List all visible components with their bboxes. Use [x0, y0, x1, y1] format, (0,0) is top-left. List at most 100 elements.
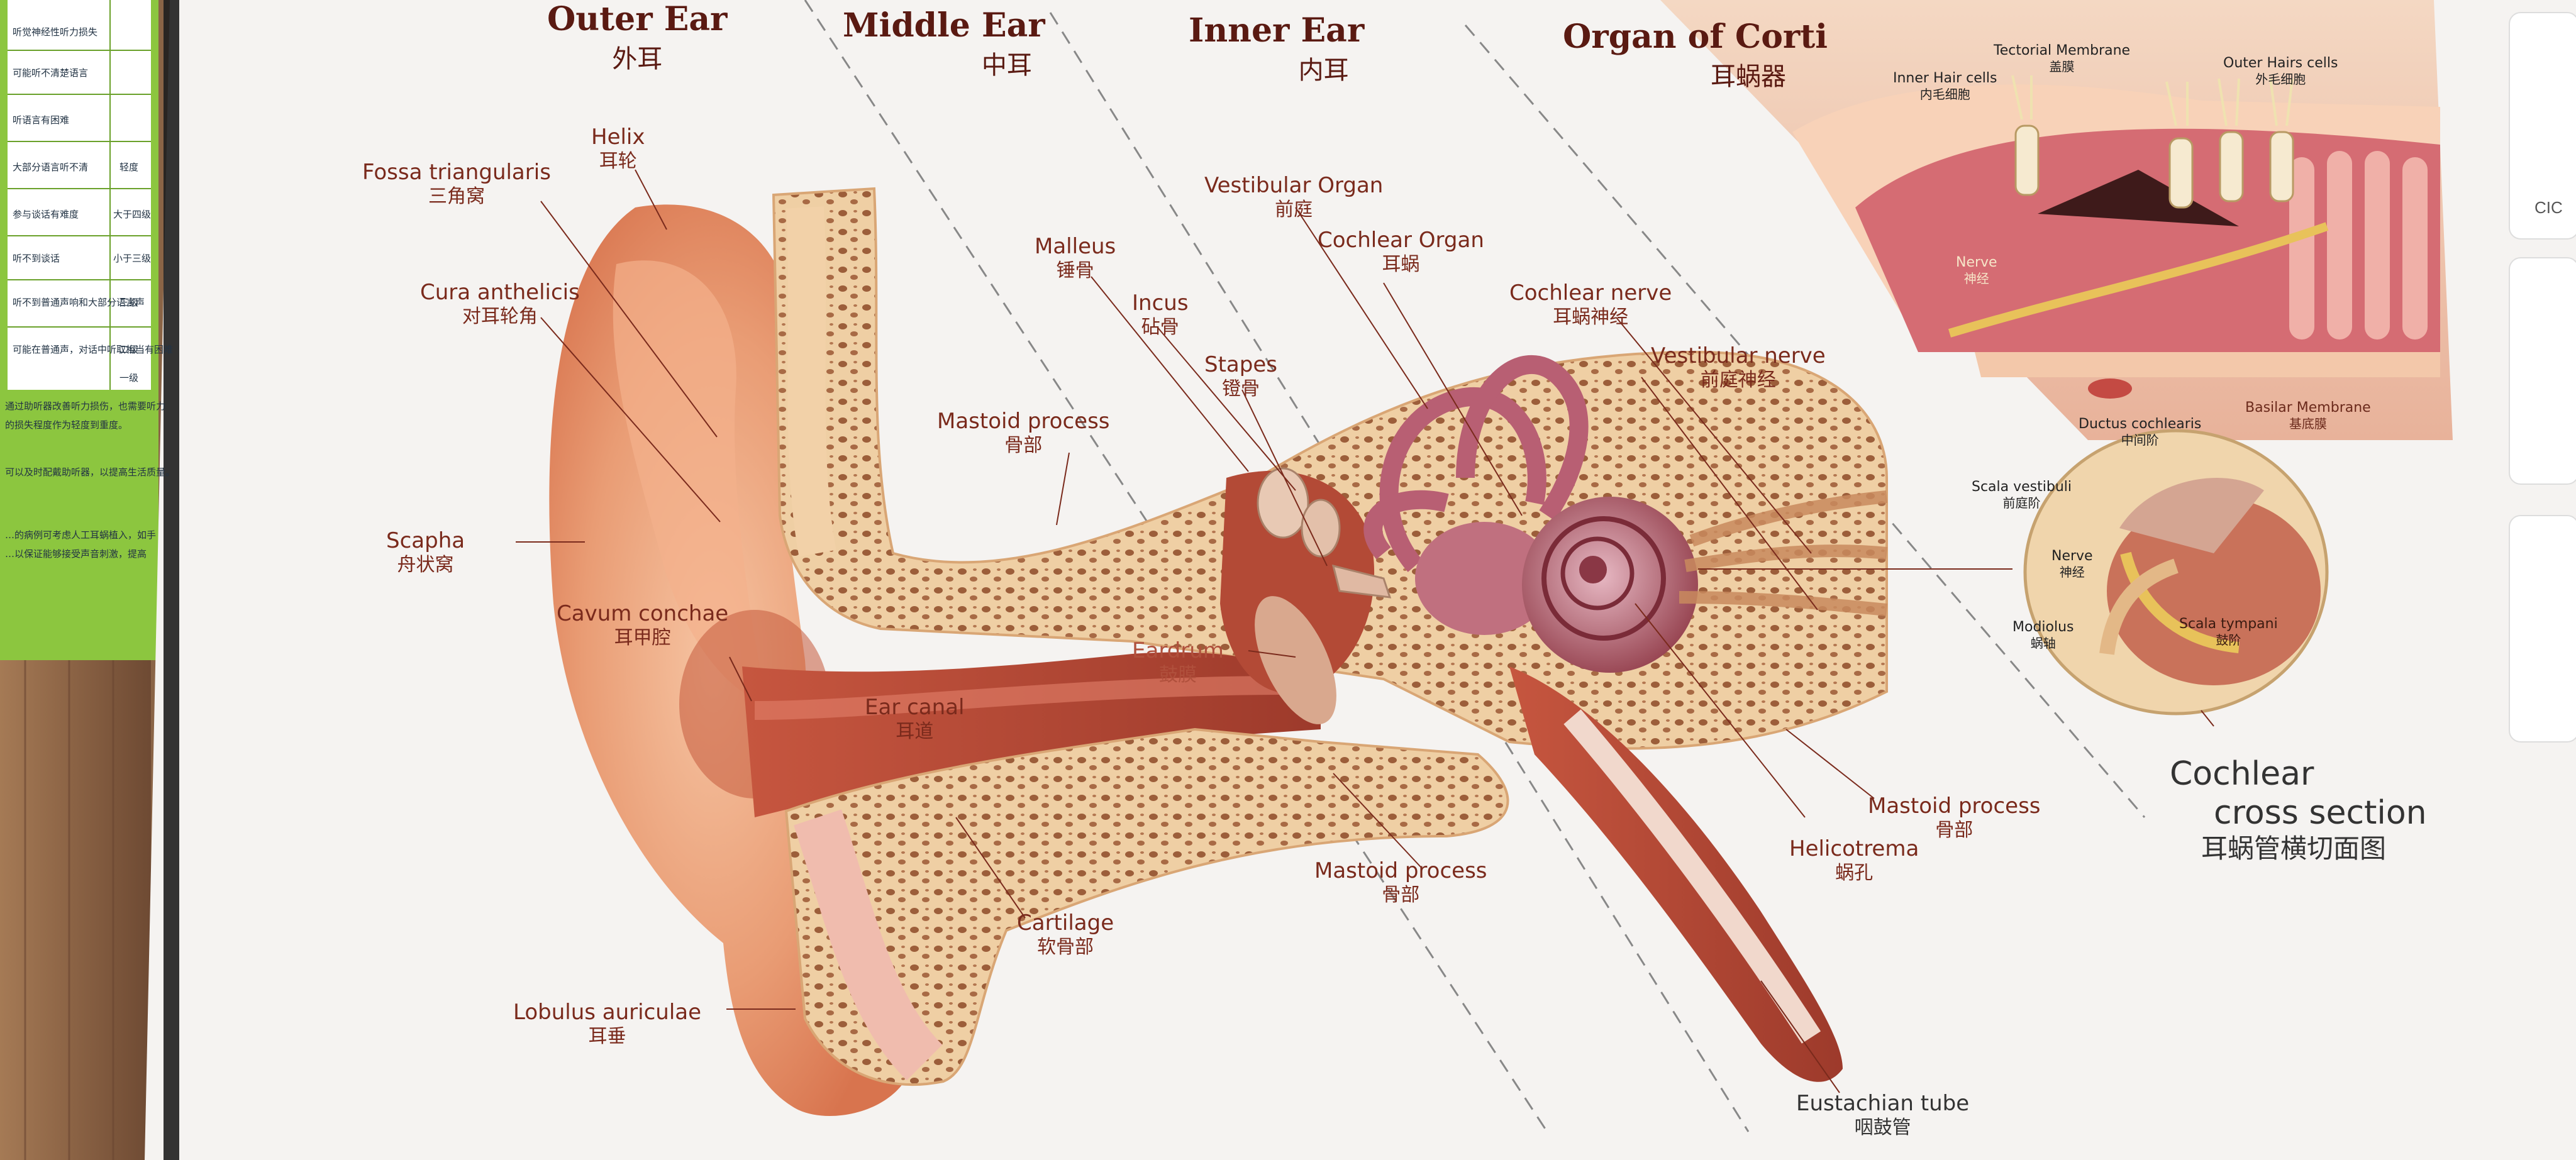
label-zh: 耳轮	[599, 150, 637, 172]
label-zh: 蜗孔	[1835, 861, 1874, 884]
label-en: Cavum conchae	[557, 601, 729, 626]
label-en: Outer Hairs cells	[2223, 55, 2338, 71]
label-en: Helix	[591, 124, 645, 150]
label-scala-vestibuli: Scala vestibuli 前庭阶	[1972, 479, 2072, 511]
section-title-zh: 耳蜗器	[1711, 62, 1786, 91]
label-en: Cochlear Organ	[1318, 228, 1484, 253]
label-ear-canal: Ear canal 耳道	[865, 695, 964, 743]
label-zh: 骨部	[1382, 883, 1420, 906]
label-zh: 鼓膜	[1158, 663, 1197, 686]
label-en: Fossa triangularis	[362, 160, 551, 185]
label-zh: 舟状窝	[397, 553, 454, 576]
poster-row: 听不到普通声响和大部分语言声	[13, 297, 145, 308]
section-title-zh: 外耳	[612, 45, 663, 74]
cross-section-title: Cochlear cross section 耳蜗管横切面图	[2170, 754, 2427, 864]
label-en: Ductus cochlearis	[2079, 416, 2202, 432]
label-cura-anthelicis: Cura anthelicis 对耳轮角	[420, 280, 580, 328]
label-stapes: Stapes 镫骨	[1204, 352, 1277, 400]
label-en: Scala vestibuli	[1972, 479, 2072, 495]
label-tectorial-membrane: Tectorial Membrane 盖膜	[1994, 43, 2130, 74]
cross-title-zh: 耳蜗管横切面图	[2201, 832, 2387, 864]
poster-paragraph: …以保证能够接受声音刺激，提高	[5, 548, 147, 560]
label-lobulus-auriculae: Lobulus auriculae 耳垂	[513, 1000, 701, 1048]
label-en: Cura anthelicis	[420, 280, 580, 305]
label-en: Nerve	[2051, 548, 2093, 564]
side-tab-label: CIC	[2534, 198, 2563, 217]
label-eardrum: Eardrum 鼓膜	[1132, 638, 1224, 687]
label-zh: 鼓阶	[2216, 632, 2241, 648]
label-zh: 蜗轴	[2030, 636, 2056, 651]
poster-row: 可能在普通声，对话中听取相当有困难	[13, 344, 174, 355]
label-nerve: Nerve 神经	[1956, 255, 1997, 286]
label-modiolus: Modiolus 蜗轴	[2012, 619, 2074, 651]
label-mastoid-process: Mastoid process 骨部	[937, 409, 1110, 457]
label-en: Incus	[1132, 290, 1189, 316]
label-zh: 基底膜	[2289, 416, 2327, 432]
poster-paragraph: 通过助听器改善听力损伤，也需要听力	[5, 400, 166, 412]
poster-grade: 小于三级	[113, 253, 152, 264]
poster-row: 听不到谈话	[13, 253, 60, 264]
section-organ-of-corti: Organ of Corti 耳蜗器	[1563, 18, 1828, 92]
label-en: Stapes	[1204, 352, 1277, 377]
label-zh: 锤骨	[1056, 259, 1094, 282]
label-zh: 软骨部	[1037, 936, 1094, 958]
poster-grade: 轻度	[119, 162, 139, 173]
label-inner-hair-cells: Inner Hair cells 内毛细胞	[1893, 70, 1997, 102]
label-zh: 前庭	[1275, 198, 1313, 221]
poster-row: 大部分语言听不清	[13, 162, 89, 173]
poster-grade: 大于四级	[113, 209, 152, 220]
label-zh: 耳蜗神经	[1553, 306, 1629, 328]
label-zh: 耳蜗	[1382, 253, 1420, 275]
section-title-zh: 中耳	[981, 51, 1032, 80]
label-en: Mastoid process	[1868, 793, 2041, 819]
section-inner-ear: Inner Ear 内耳	[1189, 11, 1364, 86]
label-vestibular-organ: Vestibular Organ 前庭	[1204, 173, 1383, 221]
label-zh: 神经	[2059, 565, 2085, 580]
poster-row: 听语言有困难	[13, 114, 70, 126]
label-en: Vestibular Organ	[1204, 173, 1384, 198]
label-zh: 三角窝	[428, 185, 485, 207]
cross-title-line1: Cochlear	[2170, 755, 2314, 793]
label-eustachian-tube: Eustachian tube 咽鼓管	[1796, 1091, 1969, 1139]
label-en: Malleus	[1035, 234, 1116, 259]
label-en: Scapha	[386, 528, 465, 553]
section-title: Organ of Corti	[1563, 18, 1828, 56]
label-en: Cartilage	[1017, 910, 1114, 936]
label-zh: 耳道	[896, 720, 934, 743]
label-incus: Incus 砧骨	[1132, 290, 1189, 339]
label-zh: 前庭神经	[1700, 368, 1776, 391]
label-zh: 中间阶	[2121, 433, 2159, 448]
label-helix: Helix 耳轮	[591, 124, 645, 173]
label-fossa-triangularis: Fossa triangularis 三角窝	[362, 160, 551, 208]
label-cavum-conchae: Cavum conchae 耳甲腔	[557, 601, 728, 649]
label-ductus-cochlearis: Ductus cochlearis 中间阶	[2079, 416, 2201, 448]
poster-paragraph: 可以及时配戴助听器，以提高生活质量。	[5, 467, 175, 478]
label-en: Modiolus	[2012, 619, 2074, 635]
label-zh: 盖膜	[2049, 59, 2075, 75]
poster-grade: 三级	[119, 297, 139, 308]
section-title: Inner Ear	[1189, 11, 1365, 50]
label-scala-tympani: Scala tympani 鼓阶	[2179, 616, 2278, 648]
label-cochlear-organ: Cochlear Organ 耳蜗	[1318, 228, 1484, 276]
label-scapha: Scapha 舟状窝	[386, 528, 465, 577]
label-cross-nerve: Nerve 神经	[2051, 548, 2093, 580]
label-en: Scala tympani	[2179, 616, 2278, 632]
poster-grade: 一级	[119, 372, 139, 384]
label-zh: 咽鼓管	[1854, 1116, 1911, 1139]
label-zh: 耳甲腔	[614, 626, 671, 649]
label-cochlear-nerve: Cochlear nerve 耳蜗神经	[1509, 280, 1672, 329]
label-en: Cochlear nerve	[1509, 280, 1672, 306]
label-en: Eustachian tube	[1796, 1091, 1970, 1116]
label-zh: 外毛细胞	[2255, 72, 2306, 87]
label-en: Tectorial Membrane	[1994, 43, 2131, 58]
poster-paragraph: 的损失程度作为轻度到重度。	[5, 419, 128, 431]
section-outer-ear: Outer Ear 外耳	[547, 0, 727, 75]
label-zh: 骨部	[1935, 819, 1974, 841]
label-mastoid-process: Mastoid process 骨部	[1868, 793, 2041, 842]
poster-row: 可能听不清楚语言	[13, 67, 89, 79]
label-zh: 前庭阶	[2002, 495, 2041, 511]
label-en: Eardrum	[1132, 638, 1224, 663]
label-en: Basilar Membrane	[2245, 400, 2371, 416]
label-cartilage: Cartilage 软骨部	[1017, 910, 1114, 959]
label-zh: 骨部	[1004, 434, 1043, 456]
